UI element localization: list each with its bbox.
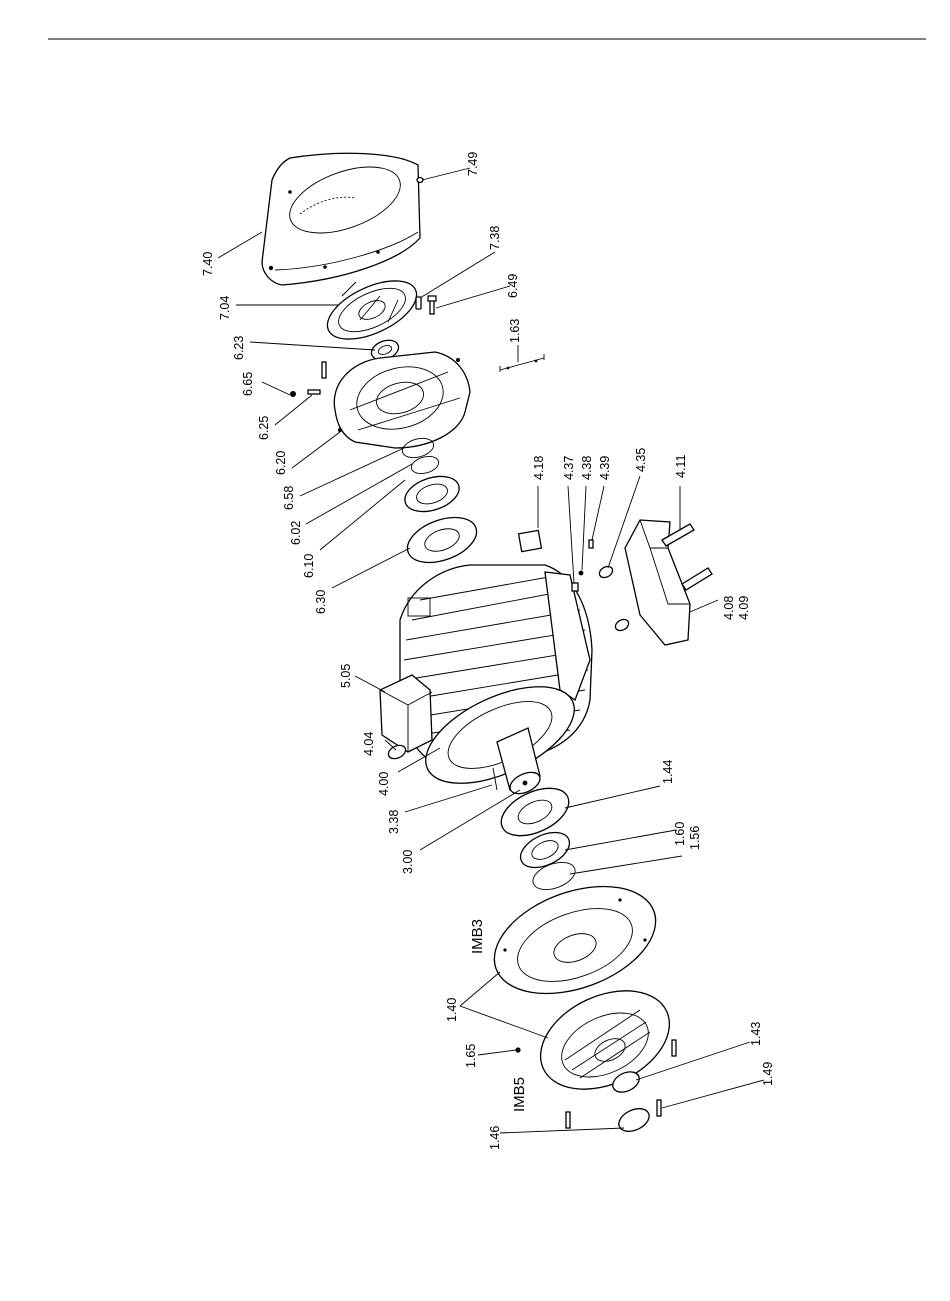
bolt-4-37 xyxy=(572,583,578,591)
callout-6-23: 6.23 xyxy=(232,336,246,360)
callout-7-38: 7.38 xyxy=(488,226,502,250)
callout-4-35: 4.35 xyxy=(634,448,648,472)
callout-7-04: 7.04 xyxy=(218,296,232,320)
fan-cowl xyxy=(262,153,420,285)
callout-6-25: 6.25 xyxy=(257,416,271,440)
stator-frame xyxy=(400,565,592,803)
callout-6-49: 6.49 xyxy=(506,274,520,298)
callout-6-30: 6.30 xyxy=(314,590,328,614)
callout-6-20: 6.20 xyxy=(274,451,288,475)
callout-4-11: 4.11 xyxy=(674,455,688,478)
variant-label-imb5: IMB5 xyxy=(511,1077,528,1112)
callout-4-00: 4.00 xyxy=(377,772,391,796)
fan xyxy=(319,269,425,351)
screw-1-65 xyxy=(515,1047,520,1052)
callout-1-65: 1.65 xyxy=(464,1044,478,1068)
bolt-6-49 xyxy=(428,296,436,314)
callout-4-18: 4.18 xyxy=(532,456,546,480)
foot-washer-4-35 xyxy=(597,564,630,633)
cover-4-18 xyxy=(519,530,542,551)
screw-4-39 xyxy=(589,540,593,548)
callout-1-56: 1.56 xyxy=(688,826,702,850)
nameplate-strip xyxy=(500,354,544,372)
ring-1-46 xyxy=(615,1104,652,1136)
wave-spring-6-02 xyxy=(409,454,440,477)
callout-7-49: 7.49 xyxy=(466,152,480,176)
callout-4-09: 4.09 xyxy=(737,596,751,620)
callout-5-05: 5.05 xyxy=(339,664,353,688)
end-shield-imb3 xyxy=(480,866,671,1014)
callout-1-49: 1.49 xyxy=(761,1062,775,1086)
callout-1-46: 1.46 xyxy=(488,1126,502,1150)
bearing-6-10 xyxy=(400,470,463,518)
motor-feet xyxy=(625,520,690,645)
callout-1-63: 1.63 xyxy=(508,319,522,343)
callout-1-40: 1.40 xyxy=(445,998,459,1022)
callout-4-37: 4.37 xyxy=(562,456,576,480)
callout-3-00: 3.00 xyxy=(401,850,415,874)
callout-6-58: 6.58 xyxy=(282,486,296,510)
callout-6-10: 6.10 xyxy=(302,554,316,578)
callout-1-44: 1.44 xyxy=(661,760,675,784)
callout-6-02: 6.02 xyxy=(289,521,303,545)
terminal-box xyxy=(380,675,432,752)
callout-4-39: 4.39 xyxy=(598,456,612,480)
callout-4-04: 4.04 xyxy=(362,732,376,756)
bearing-cap-6-30 xyxy=(401,509,482,571)
variant-label-imb3: IMB3 xyxy=(469,919,486,954)
end-shield-nde xyxy=(334,352,470,448)
nipple-6-65 xyxy=(290,391,296,397)
callout-4-08: 4.08 xyxy=(722,596,736,620)
callout-3-38: 3.38 xyxy=(387,810,401,834)
fan-key xyxy=(416,297,421,309)
callout-1-43: 1.43 xyxy=(749,1022,763,1046)
callout-7-40: 7.40 xyxy=(201,252,215,276)
bolt-6-25 xyxy=(308,362,326,394)
callout-4-38: 4.38 xyxy=(580,456,594,480)
callout-6-65: 6.65 xyxy=(241,372,255,396)
callout-1-60: 1.60 xyxy=(673,822,687,846)
washer-4-38 xyxy=(579,571,584,576)
